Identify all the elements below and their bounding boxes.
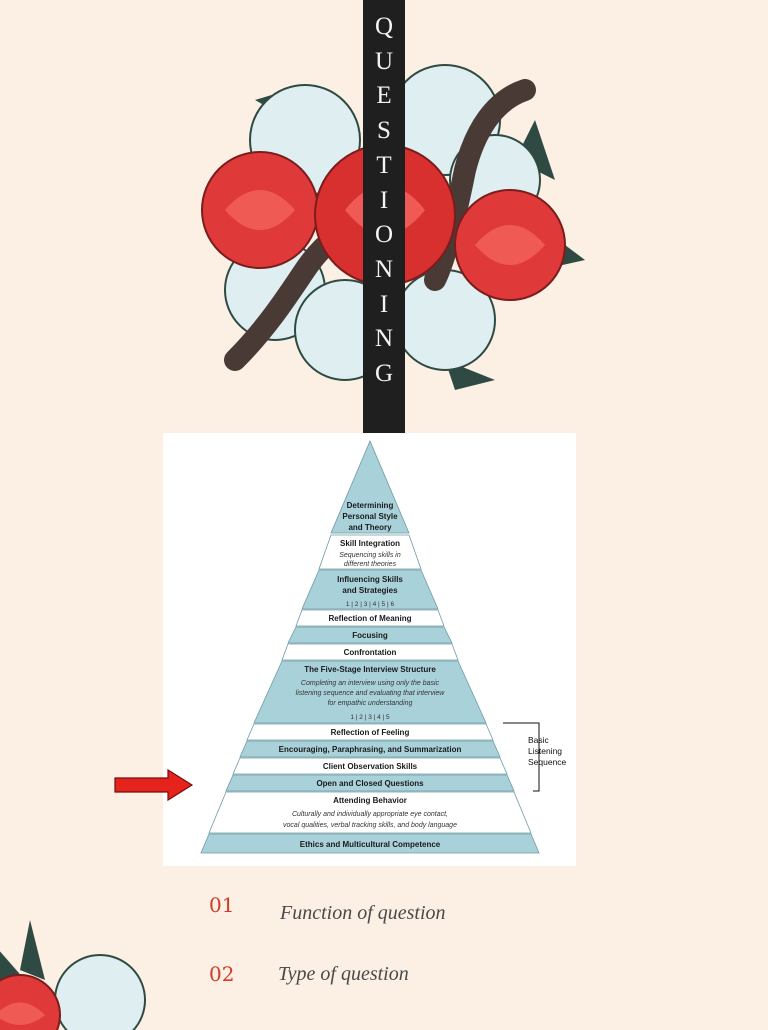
- level-five-stage: The Five-Stage Interview Structure: [304, 665, 436, 674]
- toc-item-function[interactable]: Function of question: [280, 902, 446, 924]
- pyramid-band: [253, 660, 487, 724]
- level-five-stage-desc: listening sequence and evaluating that i…: [296, 690, 446, 697]
- level-attending-desc: vocal qualities, verbal tracking skills,…: [283, 822, 457, 829]
- skills-pyramid-diagram: Determining Personal Style and Theory Sk…: [163, 433, 576, 866]
- banner-letter: I: [379, 186, 389, 214]
- level-personal-style: Determining: [347, 501, 394, 510]
- influencing-sequence: 1 | 2 | 3 | 4 | 5 | 6: [346, 601, 395, 608]
- title-banner: Q U E S T I O N I N G: [363, 0, 405, 433]
- level-encouraging: Encouraging, Paraphrasing, and Summariza…: [279, 745, 462, 754]
- level-reflection-feeling: Reflection of Feeling: [331, 728, 410, 737]
- pyramid-band: [301, 569, 439, 610]
- bracket-label: Sequence: [528, 757, 567, 767]
- toc-item-type[interactable]: Type of question: [278, 963, 409, 985]
- level-ethics: Ethics and Multicultural Competence: [300, 840, 441, 849]
- pyramid-band: [200, 833, 540, 854]
- pyramid-band: [225, 774, 515, 792]
- pyramid-band: [330, 439, 410, 534]
- level-personal-style: and Theory: [348, 523, 392, 532]
- bracket-label: Listening: [528, 746, 562, 756]
- banner-letter: Q: [374, 13, 394, 40]
- corner-flower-illustration: [0, 920, 146, 1030]
- banner-letter: U: [374, 47, 394, 75]
- banner-letter: E: [376, 82, 392, 110]
- bracket-label: Basic: [528, 735, 550, 745]
- level-five-stage-desc: for empathic understanding: [328, 700, 413, 707]
- level-confrontation: Confrontation: [344, 648, 397, 657]
- level-five-stage-desc: Completing an interview using only the b…: [301, 680, 440, 687]
- level-influencing-skills: Influencing Skills: [337, 575, 403, 584]
- level-client-observation: Client Observation Skills: [323, 762, 418, 771]
- pyramid-band: [295, 609, 445, 627]
- level-attending-desc: Culturally and individually appropriate …: [292, 811, 448, 818]
- level-focusing: Focusing: [352, 631, 388, 640]
- level-skill-integration-desc: Sequencing skills in: [339, 552, 401, 559]
- pyramid-band: [239, 740, 501, 758]
- level-reflection-meaning: Reflection of Meaning: [328, 614, 411, 623]
- banner-letter: N: [374, 325, 394, 353]
- pyramid-band: [318, 534, 422, 570]
- pyramid-band: [208, 791, 532, 834]
- toc-number: 01: [209, 893, 235, 917]
- five-stage-sequence: 1 | 2 | 3 | 4 | 5: [350, 714, 390, 721]
- level-attending-behavior: Attending Behavior: [333, 796, 407, 805]
- level-skill-integration: Skill Integration: [340, 539, 400, 548]
- level-personal-style: Personal Style: [342, 512, 398, 521]
- banner-letter: O: [374, 221, 394, 249]
- banner-letter: S: [377, 117, 391, 145]
- banner-letter: T: [376, 151, 392, 179]
- pyramid-band: [287, 626, 453, 644]
- pyramid-band: [281, 643, 459, 661]
- level-open-closed-questions: Open and Closed Questions: [316, 779, 424, 788]
- banner-letter: G: [374, 360, 394, 388]
- basic-listening-bracket: [503, 722, 540, 792]
- toc-number: 02: [209, 962, 235, 986]
- banner-letter: I: [379, 290, 389, 318]
- banner-letter: N: [374, 255, 394, 283]
- level-influencing-skills: and Strategies: [342, 586, 398, 595]
- pyramid-band: [232, 757, 508, 775]
- pyramid-band: [246, 723, 494, 741]
- level-skill-integration-desc: different theories: [344, 561, 397, 568]
- red-arrow-icon: [114, 768, 194, 802]
